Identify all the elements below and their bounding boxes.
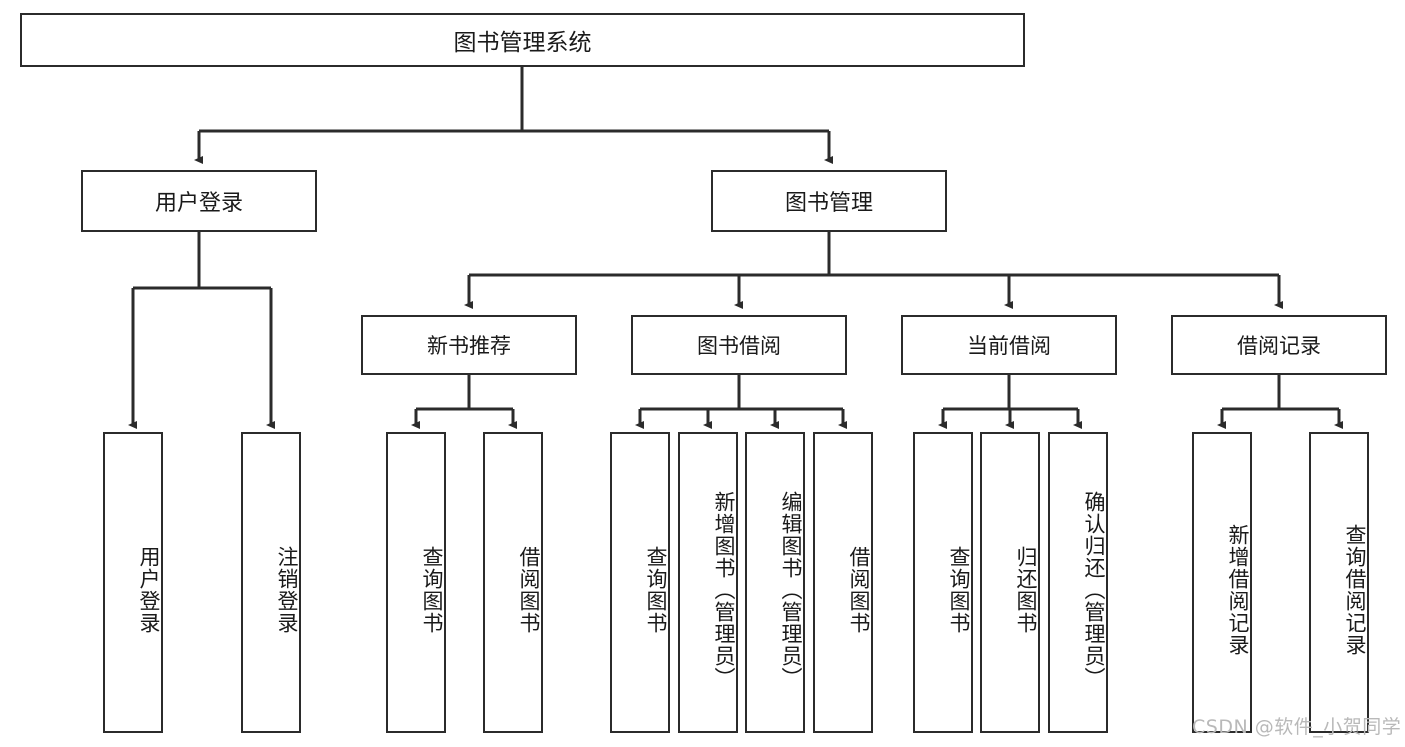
leaf-borrow-edit-book-admin[interactable]: 编辑图书（管理员）: [745, 432, 805, 733]
node-book-management[interactable]: 图书管理: [711, 170, 947, 232]
node-label: 查询图书: [420, 545, 444, 634]
node-label: 用户登录: [137, 545, 161, 634]
leaf-borrow-add-book-admin[interactable]: 新增图书（管理员）: [678, 432, 738, 733]
node-new-book-recommend[interactable]: 新书推荐: [361, 315, 577, 375]
node-label: 查询借阅记录: [1343, 523, 1367, 656]
node-current-borrow[interactable]: 当前借阅: [901, 315, 1117, 375]
node-label: 查询图书: [644, 545, 668, 634]
node-root-system[interactable]: 图书管理系统: [20, 13, 1025, 67]
leaf-record-query-borrow-record[interactable]: 查询借阅记录: [1309, 432, 1369, 733]
leaf-borrow-borrow-book[interactable]: 借阅图书: [813, 432, 873, 733]
node-label: 新书推荐: [427, 334, 511, 358]
leaf-current-return-book[interactable]: 归还图书: [980, 432, 1040, 733]
node-borrow-record[interactable]: 借阅记录: [1171, 315, 1387, 375]
node-label: 查询图书: [947, 545, 971, 634]
node-book-borrow[interactable]: 图书借阅: [631, 315, 847, 375]
leaf-current-confirm-return-admin[interactable]: 确认归还（管理员）: [1048, 432, 1108, 733]
node-label: 当前借阅: [967, 334, 1051, 358]
node-label: 借阅图书: [847, 545, 871, 634]
leaf-recommend-query-book[interactable]: 查询图书: [386, 432, 446, 733]
leaf-user-login[interactable]: 用户登录: [103, 432, 163, 733]
node-label: 确认归还（管理员）: [1082, 490, 1106, 689]
leaf-record-add-borrow-record[interactable]: 新增借阅记录: [1192, 432, 1252, 733]
node-label: 归还图书: [1014, 545, 1038, 634]
node-label: 借阅记录: [1237, 334, 1321, 358]
watermark: CSDN @软件_小贺同学: [1192, 716, 1402, 738]
node-label: 新增借阅记录: [1226, 523, 1250, 656]
node-label: 借阅图书: [517, 545, 541, 634]
node-user-login[interactable]: 用户登录: [81, 170, 317, 232]
leaf-recommend-borrow-book[interactable]: 借阅图书: [483, 432, 543, 733]
node-label: 用户登录: [154, 191, 243, 216]
node-label: 注销登录: [275, 545, 299, 634]
leaf-current-query-book[interactable]: 查询图书: [913, 432, 973, 733]
leaf-borrow-query-book[interactable]: 查询图书: [610, 432, 670, 733]
leaf-user-logout[interactable]: 注销登录: [241, 432, 301, 733]
node-label: 编辑图书（管理员）: [779, 490, 803, 689]
node-label: 图书管理: [784, 191, 873, 216]
node-label: 图书管理系统: [453, 30, 592, 56]
node-label: 图书借阅: [697, 334, 781, 358]
node-label: 新增图书（管理员）: [712, 490, 736, 689]
